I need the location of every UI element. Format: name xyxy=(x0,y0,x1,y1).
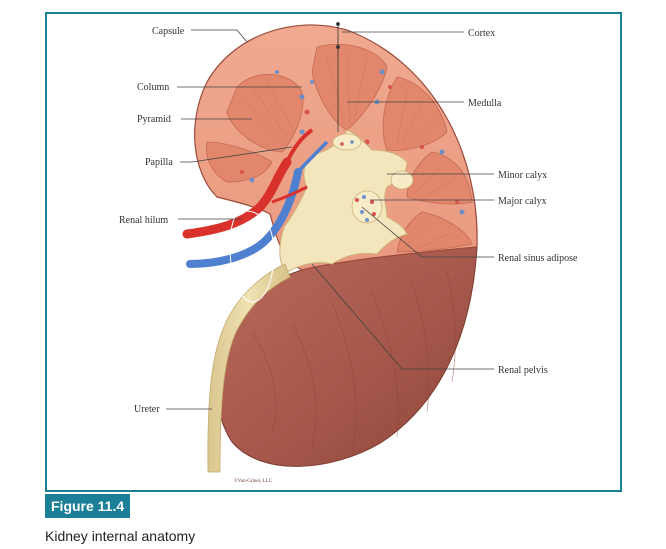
label-medulla: Medulla xyxy=(468,98,502,109)
label-cortex: Cortex xyxy=(468,28,495,39)
pyramid-right xyxy=(406,151,473,205)
figure-number-badge: Figure 11.4 xyxy=(45,494,131,518)
label-column: Column xyxy=(137,82,169,93)
label-pyramid: Pyramid xyxy=(137,114,171,125)
calyx-vessels xyxy=(340,140,376,222)
pyramid-top xyxy=(311,44,388,131)
label-ureter: Ureter xyxy=(134,404,160,415)
label-renal-pelvis: Renal pelvis xyxy=(498,365,548,376)
calyx-cup-right xyxy=(390,170,414,190)
figure-caption: Kidney internal anatomy xyxy=(45,528,196,544)
pyramid-striations xyxy=(241,51,458,250)
calyx-cup-top xyxy=(332,133,362,151)
label-papilla: Papilla xyxy=(145,157,173,168)
label-renal-sinus-adipose: Renal sinus adipose xyxy=(498,253,578,264)
leader-renal-pelvis xyxy=(311,263,494,370)
leader-capsule xyxy=(191,29,248,43)
copyright-notice: ©Van-Griner, LLC xyxy=(234,478,273,484)
label-major-calyx: Major calyx xyxy=(498,196,547,207)
label-capsule: Capsule xyxy=(152,26,185,37)
ureter xyxy=(207,263,291,473)
depth-markers xyxy=(336,22,340,132)
hilum-outline xyxy=(229,210,275,303)
kidney-diagram: Capsule Column Pyramid Papilla Renal hil… xyxy=(119,22,578,484)
pyramid-upper-right xyxy=(382,76,448,151)
renal-vessels xyxy=(182,128,329,268)
pyramid-left xyxy=(205,141,273,183)
label-minor-calyx: Minor calyx xyxy=(498,170,547,181)
renal-artery xyxy=(182,157,292,239)
leader-papilla xyxy=(180,146,293,163)
leader-renal-sinus-adipose xyxy=(361,206,494,258)
figure-frame: Capsule Column Pyramid Papilla Renal hil… xyxy=(45,12,622,492)
surface-texture xyxy=(251,271,456,453)
renal-vein xyxy=(186,168,302,268)
kidney-outer-surface xyxy=(215,246,478,467)
label-renal-hilum: Renal hilum xyxy=(119,215,168,226)
leader-lines xyxy=(166,29,494,410)
